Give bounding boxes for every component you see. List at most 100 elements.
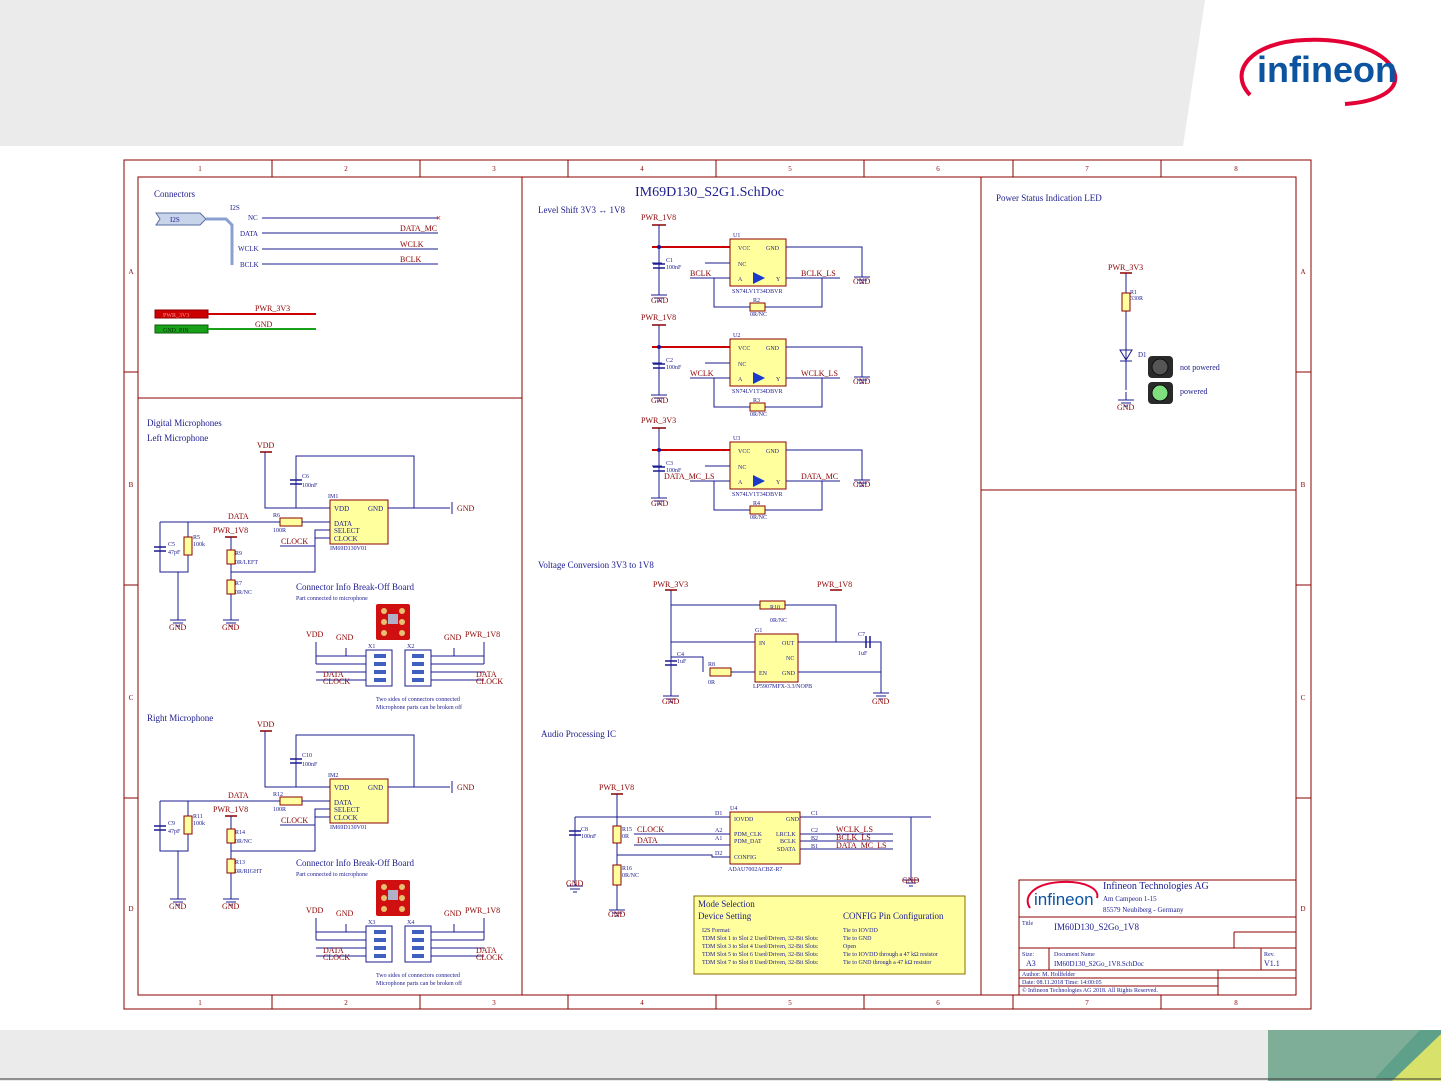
ball-label: C2 (811, 828, 818, 834)
pin-label: A (738, 480, 743, 486)
mode-setting: TDM Slot 1 to Slot 2 Used/Driven, 32-Bit… (702, 936, 819, 942)
size-label: Size: (1022, 952, 1034, 958)
resistor-r1 (1121, 292, 1131, 312)
gnd-label: GND (444, 909, 462, 918)
pad (381, 608, 387, 614)
rev-value: V1.1 (1264, 959, 1280, 968)
col-label: 6 (936, 165, 940, 173)
cap-ref: C3 (666, 461, 673, 467)
net-label: DATA_MC (801, 472, 838, 481)
ic-part: IM69D130V01 (330, 546, 367, 552)
inner-frame (137, 176, 1297, 996)
net-label: CLOCK (323, 677, 350, 686)
cap-ref: C1 (666, 258, 673, 264)
mics-heading: Digital Microphones (147, 418, 222, 428)
pin-label: DATA (334, 799, 352, 807)
company-street: Am Campeon 1-15 (1103, 895, 1157, 903)
vconv-in: PWR_3V3 (653, 580, 688, 589)
led-res-val: 330R (1130, 296, 1143, 302)
title-block-logo-text: infineon (1034, 890, 1094, 909)
cap-val: 47pF (168, 829, 181, 835)
col-label: 7 (1085, 999, 1089, 1007)
mics-section: Digital Microphones Left Microphone Righ… (147, 418, 222, 723)
gnd-label: GND (566, 879, 584, 888)
wire (713, 278, 750, 308)
connector-ref: X4 (407, 920, 414, 926)
connector-pin (374, 670, 386, 674)
junction (657, 448, 661, 452)
res-ref: R9 (235, 551, 242, 557)
cap-val: 47pF (168, 550, 181, 556)
title-block: infineon Infineon Technologies AG Am Cam… (1018, 879, 1297, 996)
gnd-label: GND (222, 902, 240, 911)
column-ticks (124, 160, 1311, 1009)
net-label: DATA (228, 791, 249, 800)
mode-title: Mode Selection (698, 899, 755, 909)
cap-val: 100nF (302, 483, 318, 489)
net-label: CLOCK (476, 953, 503, 962)
res-val: 100k (193, 542, 205, 548)
pad (399, 884, 405, 890)
supply-label: PWR_1V8 (465, 906, 500, 915)
row-label: A (128, 268, 133, 276)
row-label: B (129, 481, 134, 489)
section-dividers (138, 177, 1296, 995)
mode-setting: TDM Slot 5 to Slot 6 Used/Driven, 32-Bit… (702, 952, 819, 958)
pin-label: A (738, 277, 743, 283)
wire (786, 449, 863, 472)
connector-pin (374, 654, 386, 658)
pin-label: GND (766, 346, 780, 352)
led-supply: PWR_3V3 (1108, 263, 1143, 272)
connector-pin (412, 662, 424, 666)
gnd-label: GND (169, 902, 187, 911)
ic-part: SN74LV1T34DBVR (732, 389, 782, 395)
res-ref: R13 (235, 860, 245, 866)
res-ref: R4 (753, 501, 760, 507)
pin-label: NC (738, 465, 746, 471)
connector-ref: X1 (368, 644, 375, 650)
i2s-pin: BCLK (240, 261, 259, 269)
infineon-logo: infineon (1239, 37, 1398, 106)
legend-powered: powered (1180, 387, 1208, 396)
doc-label: Document Name (1054, 952, 1095, 958)
mode-config: Open (843, 944, 856, 950)
wire (295, 455, 415, 508)
company-name: Infineon Technologies AG (1103, 881, 1209, 892)
col-label: 5 (788, 999, 792, 1007)
i2s-pin: DATA (240, 230, 258, 238)
net-label: WCLK (690, 369, 714, 378)
pin-label: GND (766, 449, 780, 455)
res-val: 0R/NC (750, 412, 767, 418)
col-label: 6 (936, 999, 940, 1007)
wire (231, 529, 330, 573)
pin-label: GND (786, 817, 800, 823)
mic-package (388, 614, 398, 624)
cap-ref: C5 (168, 542, 175, 548)
wire (713, 378, 750, 408)
gnd-label: GND (608, 910, 626, 919)
connector-pin (374, 954, 386, 958)
col-label: 5 (788, 165, 792, 173)
pad (381, 630, 387, 636)
col-label: 4 (640, 999, 644, 1007)
net-label: CLOCK (323, 953, 350, 962)
gnd-port-label: GND_PIN (163, 328, 189, 334)
mode-setting: TDM Slot 7 to Slot 8 Used/Driven, 32-Bit… (702, 960, 819, 966)
buffer-triangle (753, 372, 765, 384)
gnd-label: GND (336, 633, 354, 642)
power-led-heading: Power Status Indication LED (996, 193, 1102, 203)
ic-part: SN74LV1T34DBVR (732, 289, 782, 295)
i2s-port[interactable] (155, 212, 207, 226)
cout-val: 1uF (858, 651, 868, 657)
res-val: 100R (273, 528, 286, 534)
cap-val: 100nF (666, 468, 682, 474)
net-label: WCLK (400, 240, 424, 249)
col-label: 2 (344, 165, 348, 173)
breakoff-sub: Part connected to microphone (296, 596, 368, 602)
r15-val: 0R (622, 834, 629, 840)
